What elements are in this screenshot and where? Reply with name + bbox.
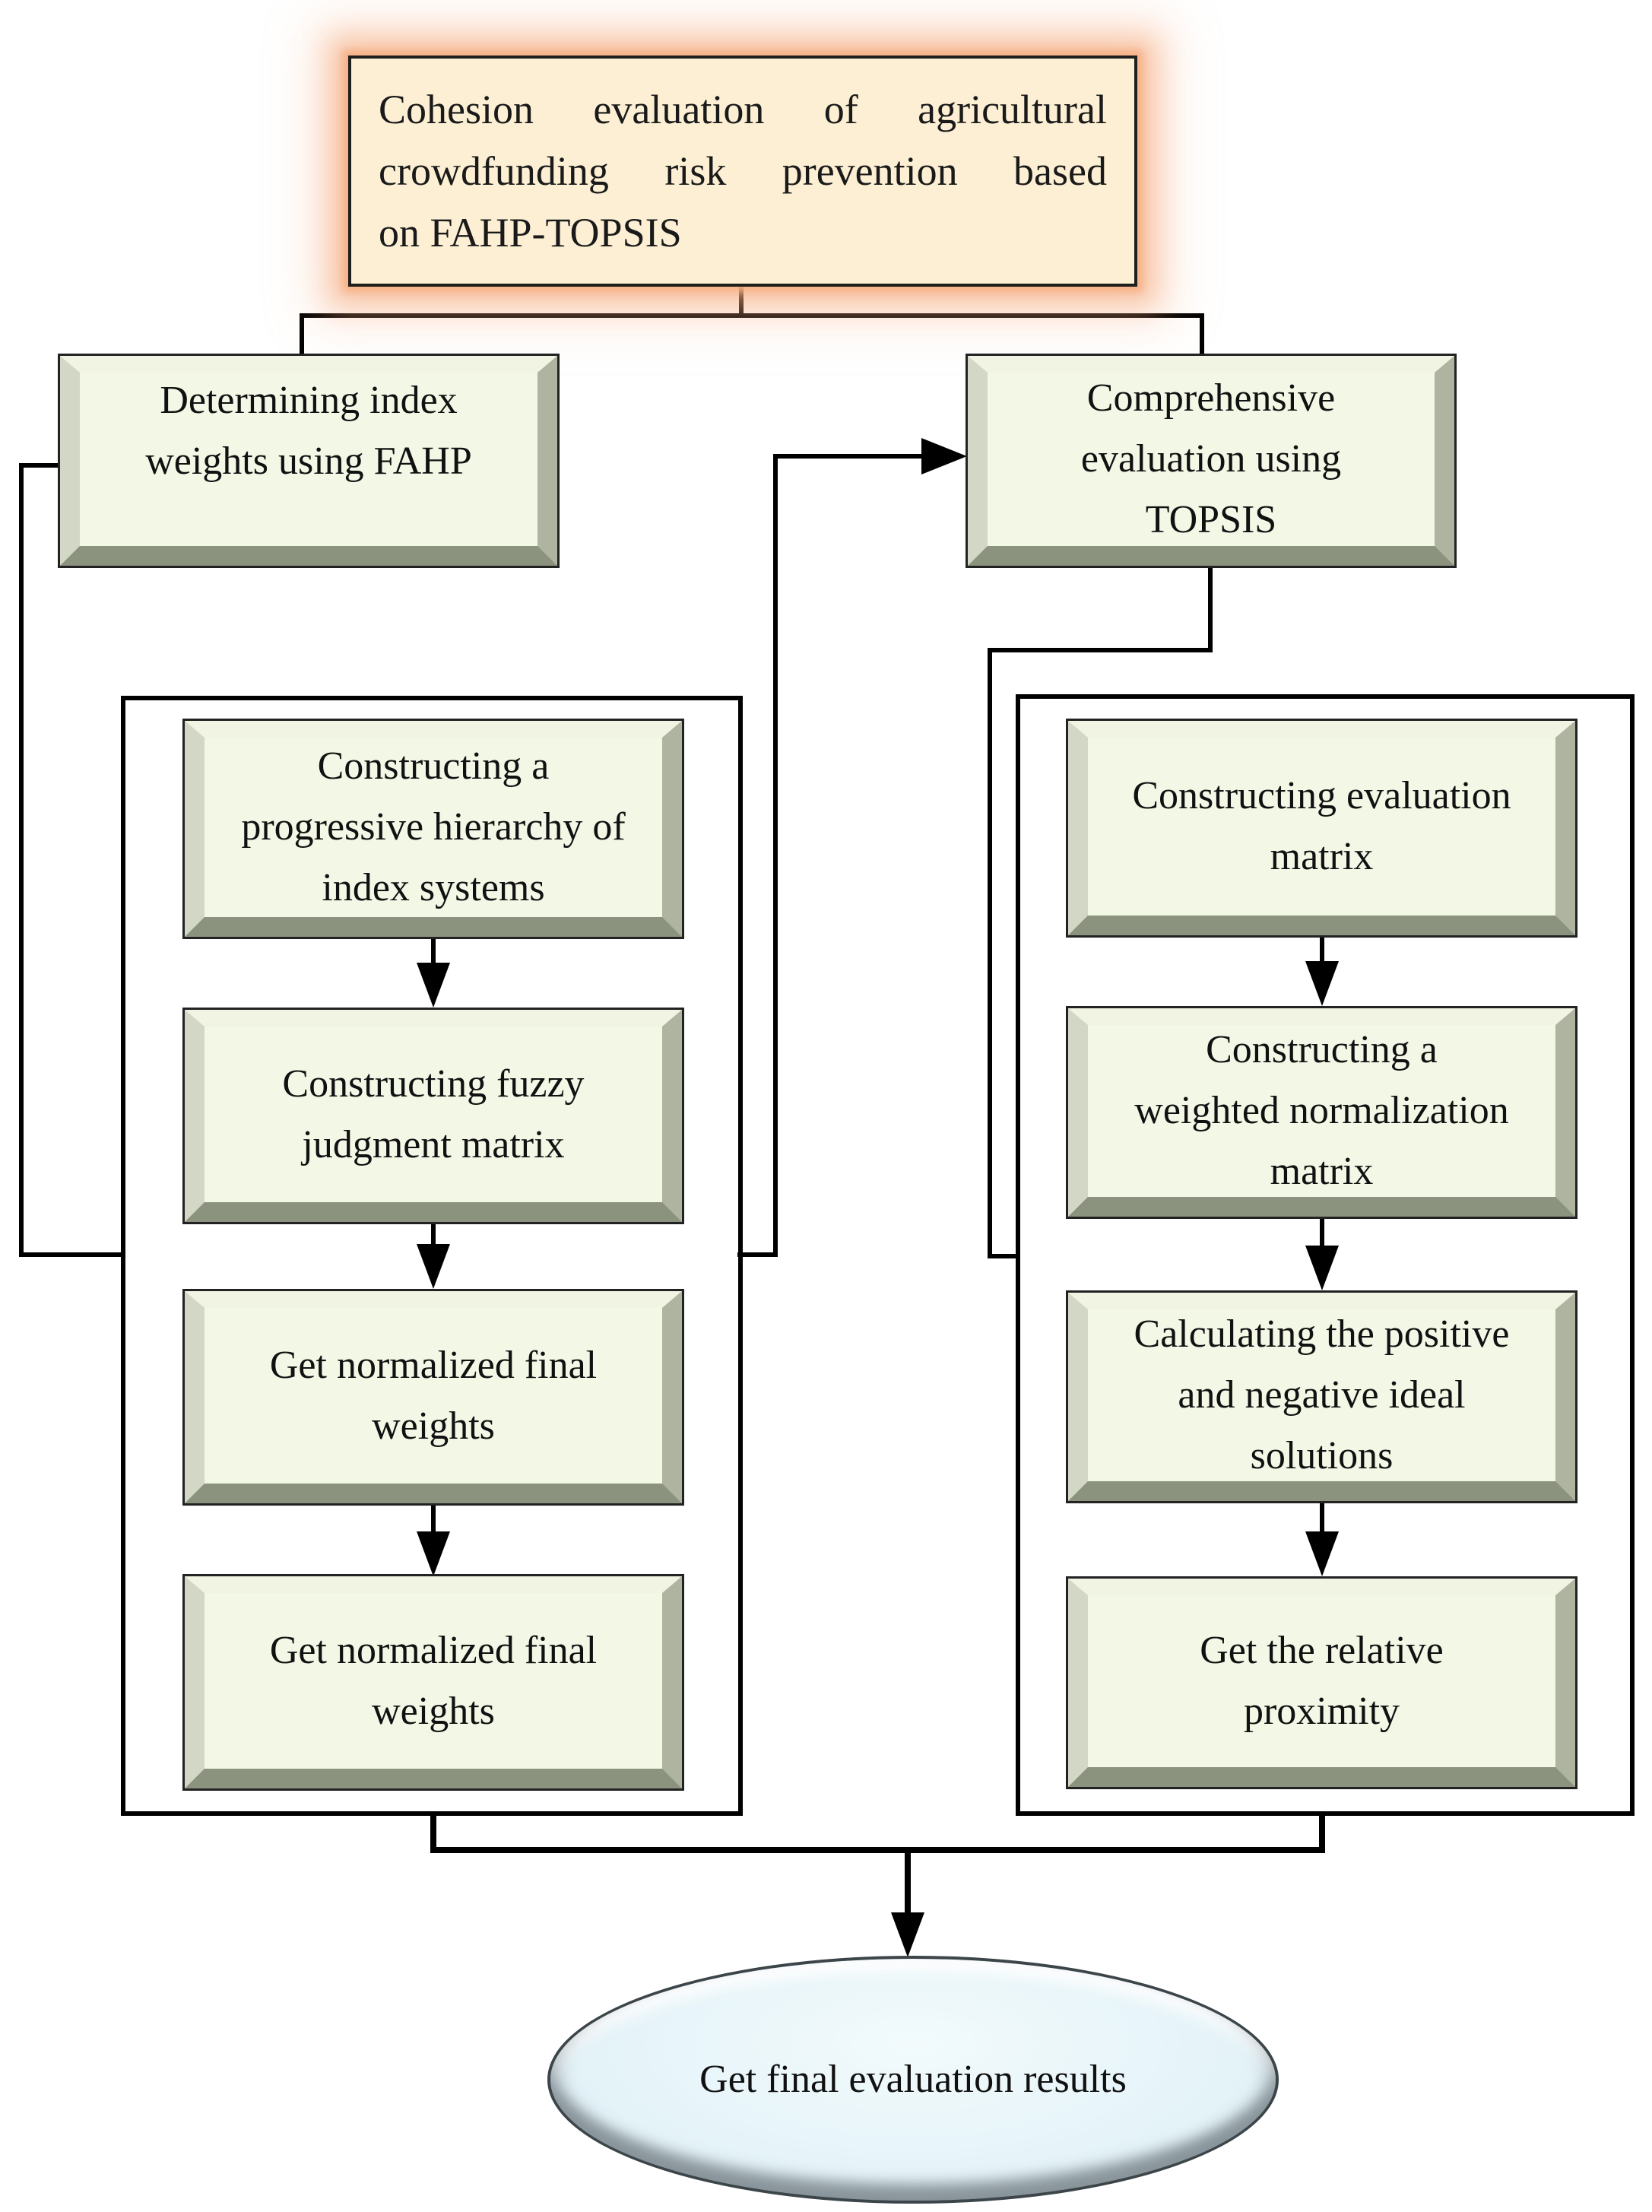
arrowhead-result	[891, 1912, 924, 1957]
node-fahp-step-1: Constructing a progressive hierarchy of …	[182, 719, 684, 939]
connector-topsis-down	[988, 566, 1213, 1258]
node-topsis-step-3: Calculating the positive and negative id…	[1066, 1290, 1577, 1503]
connector-fahp-loop	[19, 463, 125, 1257]
node-fahp-step-3: Get normalized final weights	[182, 1289, 684, 1506]
node-label: Determining index weights using FAHP	[145, 379, 472, 483]
arrowheads	[417, 438, 1339, 1957]
node-label: Constructing a weighted normalization ma…	[1134, 1028, 1509, 1193]
node-label: Constructing fuzzy judgment matrix	[282, 1062, 585, 1166]
node-bevel: Constructing fuzzy judgment matrix	[185, 1010, 682, 1222]
node-bevel: Constructing evaluation matrix	[1068, 721, 1575, 935]
connector-to-topsis	[737, 454, 923, 1257]
node-bevel: Calculating the positive and negative id…	[1068, 1293, 1575, 1501]
node-label: Constructing evaluation matrix	[1132, 774, 1511, 878]
node-bevel: Get normalized final weights	[185, 1291, 682, 1503]
node-topsis-step-2: Constructing a weighted normalization ma…	[1066, 1006, 1577, 1219]
node-topsis-branch: Comprehensive evaluation using TOPSIS	[966, 354, 1457, 568]
arrowhead-r3	[1305, 1246, 1339, 1290]
connector-splitter	[300, 313, 1204, 357]
node-bevel: Determining index weights using FAHP	[60, 356, 557, 566]
node-bevel: Get the relative proximity	[1068, 1579, 1575, 1787]
node-fahp-step-2: Constructing fuzzy judgment matrix	[182, 1008, 684, 1224]
node-fahp-branch: Determining index weights using FAHP	[58, 354, 560, 568]
node-label: Get normalized final weights	[269, 1628, 598, 1733]
arrowhead-into-topsis	[921, 438, 967, 474]
title-line: on FAHP-TOPSIS	[379, 209, 682, 255]
node-label: Calculating the positive and negative id…	[1134, 1312, 1510, 1477]
title-line: Cohesion evaluation of agricultural	[379, 86, 1107, 132]
node-label: Constructing a progressive hierarchy of …	[241, 744, 626, 909]
arrowhead-l2	[417, 963, 450, 1008]
connector-strokes	[19, 284, 1324, 1536]
node-bevel: Comprehensive evaluation using TOPSIS	[968, 356, 1454, 566]
node-final-result: Get final evaluation results	[547, 1956, 1279, 2204]
node-label: Comprehensive evaluation using TOPSIS	[1080, 376, 1342, 541]
node-label: Get the relative proximity	[1200, 1629, 1444, 1733]
node-bevel: Get normalized final weights	[185, 1576, 682, 1788]
arrowhead-r4	[1305, 1531, 1339, 1576]
node-topsis-step-4: Get the relative proximity	[1066, 1576, 1577, 1789]
arrowhead-r2	[1305, 961, 1339, 1006]
node-fahp-step-4: Get normalized final weights	[182, 1574, 684, 1791]
node-bevel: Constructing a weighted normalization ma…	[1068, 1008, 1575, 1217]
node-bevel: Constructing a progressive hierarchy of …	[185, 721, 682, 937]
node-topsis-step-1: Constructing evaluation matrix	[1066, 719, 1577, 938]
node-label: Get normalized final weights	[269, 1343, 598, 1448]
connector-bottom-rail	[430, 1814, 1325, 1915]
arrowhead-l4	[417, 1531, 450, 1576]
title-line: crowdfunding risk prevention based	[379, 148, 1107, 194]
node-title: Cohesion evaluation of agricultural crow…	[348, 56, 1137, 287]
arrowhead-l3	[417, 1244, 450, 1289]
node-label: Get final evaluation results	[699, 2057, 1127, 2101]
